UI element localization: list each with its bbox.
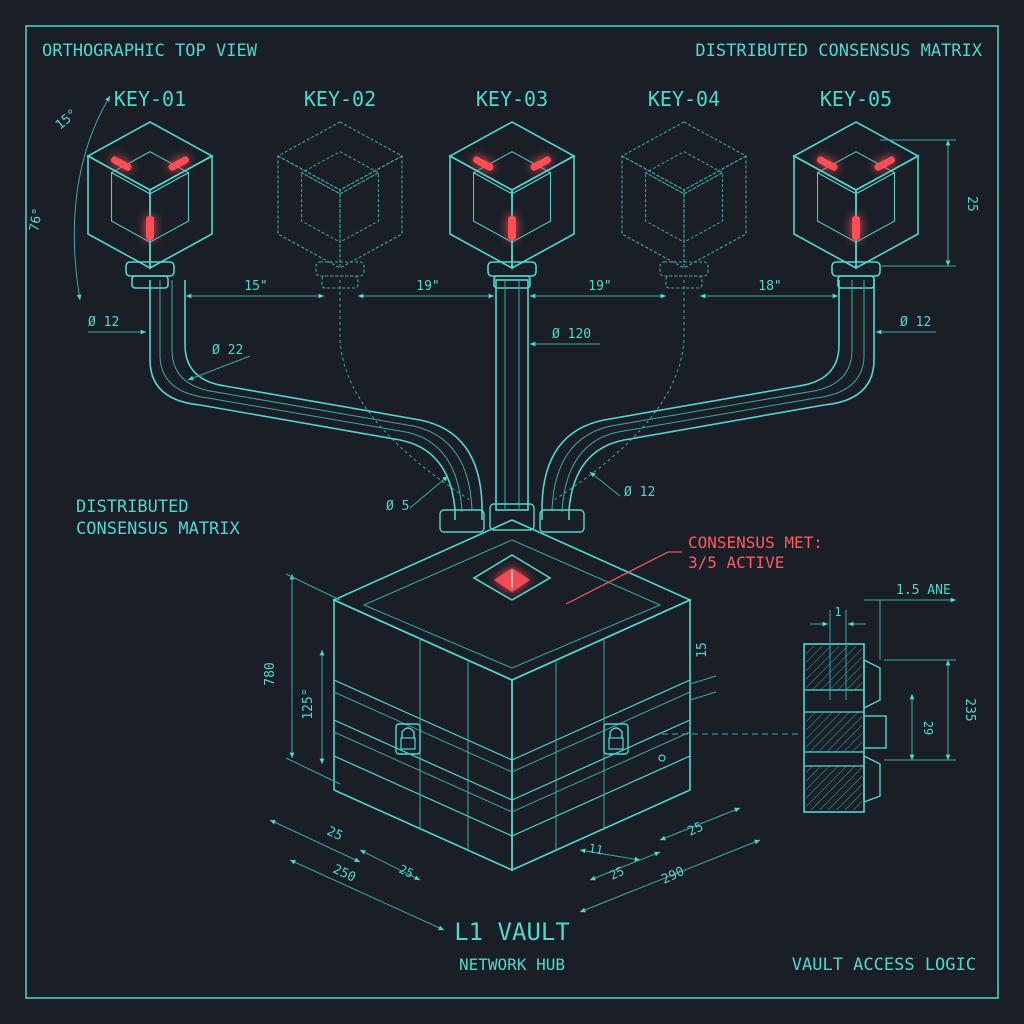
key-label-2: KEY-02 <box>304 87 376 111</box>
lock-icon-left <box>395 723 421 755</box>
key-active-glow-3 <box>472 156 552 240</box>
dim-spacing-2: 19" <box>416 279 439 294</box>
dim-dia-left: Ø 12 <box>88 315 119 330</box>
dim-dia-right-low: Ø 12 <box>624 485 655 500</box>
section-view: 1 1.5 ANE 235 29 <box>662 583 977 813</box>
dim-section-mid: 29 <box>921 721 935 735</box>
key-node-1: KEY-01 <box>86 87 214 289</box>
dim-section-top: 1.5 ANE <box>896 583 951 598</box>
pipe-key-05 <box>568 280 875 520</box>
inactive-link-key-04 <box>553 280 685 501</box>
dim-vault-top: 15 <box>695 642 710 658</box>
pipe-key-05-outer <box>541 280 840 520</box>
vault-body <box>332 503 692 872</box>
inactive-link-key-02 <box>339 280 471 501</box>
key-node-3: KEY-03 <box>448 87 576 289</box>
dim-base-l1: 25 <box>324 824 345 844</box>
key-active-glow-1 <box>110 156 190 240</box>
lock-icon-right <box>603 723 629 755</box>
dim-base-r2: 11 <box>587 841 604 857</box>
key-node-4: KEY-04 <box>620 87 748 289</box>
key-nodes: KEY-01 KEY-02 KEY-03 KEY-04 KEY-05 <box>86 87 920 289</box>
key-active-glow-5 <box>816 156 896 240</box>
pipe-key-01-outer <box>184 280 483 520</box>
frame-border <box>25 25 999 999</box>
pipes <box>149 279 875 520</box>
dim-section-small: 1 <box>834 605 841 619</box>
dim-angle-side: 76° <box>27 207 46 233</box>
header-right-title: DISTRIBUTED CONSENSUS MATRIX <box>695 41 982 61</box>
dim-angle-top: 15° <box>53 106 81 133</box>
vault-subtitle: NETWORK HUB <box>459 955 565 974</box>
key-label-4: KEY-04 <box>648 87 720 111</box>
key-node-5: KEY-05 <box>792 87 920 289</box>
dimensions: 15° 76° 15" 19" 19" 18" 25 Ø 12 Ø 22 Ø 1… <box>27 95 979 931</box>
vault-title: L1 VAULT <box>454 918 570 946</box>
key-node-2: KEY-02 <box>276 87 404 289</box>
dim-dia-center: Ø 120 <box>552 327 591 342</box>
pipe-key-01 <box>149 280 456 520</box>
status-leader-line <box>565 551 669 605</box>
dim-dia-bend: Ø 22 <box>212 343 243 358</box>
status-line-2: 3/5 ACTIVE <box>688 553 784 572</box>
dim-base-r1: 25 <box>685 819 706 839</box>
side-label-line-1: DISTRIBUTED <box>76 497 189 517</box>
dim-base-r4: 290 <box>659 864 687 888</box>
dim-key-height: 25 <box>964 196 979 212</box>
key-label-5: KEY-05 <box>820 87 892 111</box>
dim-section-h: 235 <box>962 698 977 721</box>
dim-dia-small: Ø 5 <box>386 499 409 514</box>
dim-base-l2: 25 <box>397 862 416 881</box>
dim-spacing-1: 15" <box>244 279 267 294</box>
footer-right-label: VAULT ACCESS LOGIC <box>792 955 976 975</box>
key-label-3: KEY-03 <box>476 87 548 111</box>
pipe-key-03 <box>495 279 529 511</box>
status-line-1: CONSENSUS MET: <box>688 533 823 552</box>
side-label-line-2: CONSENSUS MATRIX <box>76 519 241 539</box>
dim-vault-h-inner: 125° <box>301 688 316 719</box>
dim-base-l3: 250 <box>330 862 358 886</box>
key-label-1: KEY-01 <box>114 87 186 111</box>
dim-spacing-3: 19" <box>588 279 611 294</box>
dim-dia-right: Ø 12 <box>900 315 931 330</box>
dim-vault-h-outer: 780 <box>263 662 278 685</box>
header-left-title: ORTHOGRAPHIC TOP VIEW <box>42 41 258 61</box>
dim-spacing-4: 18" <box>758 279 781 294</box>
